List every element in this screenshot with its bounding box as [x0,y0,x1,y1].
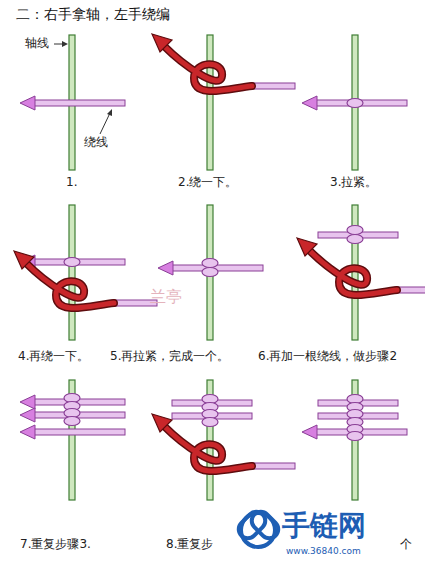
step-caption: 7.重复步骤3. [20,538,91,552]
watermark: 兰亭 [150,288,182,306]
step-caption: 5.再拉紧，完成一个。 [110,350,229,364]
step-caption: 3.拉紧。 [330,176,377,190]
step-caption: 2.绕一下。 [178,176,237,190]
step-caption: 4.再绕一下。 [18,350,89,364]
axis-label: 轴线 [25,37,49,51]
step-caption: 个 [400,538,412,552]
step-caption: 6.再加一根绕线，做步骤2 [258,350,397,364]
step-caption: 8.重复步 [166,538,213,552]
logo-url: www.36840.com [286,546,361,556]
logo-text: 手链网 [282,510,366,542]
title: 二：右手拿轴，左手绕编 [16,6,170,22]
step-caption: 1. [66,176,77,190]
cord-label: 绕线 [84,136,108,150]
logo-icon [235,508,282,547]
